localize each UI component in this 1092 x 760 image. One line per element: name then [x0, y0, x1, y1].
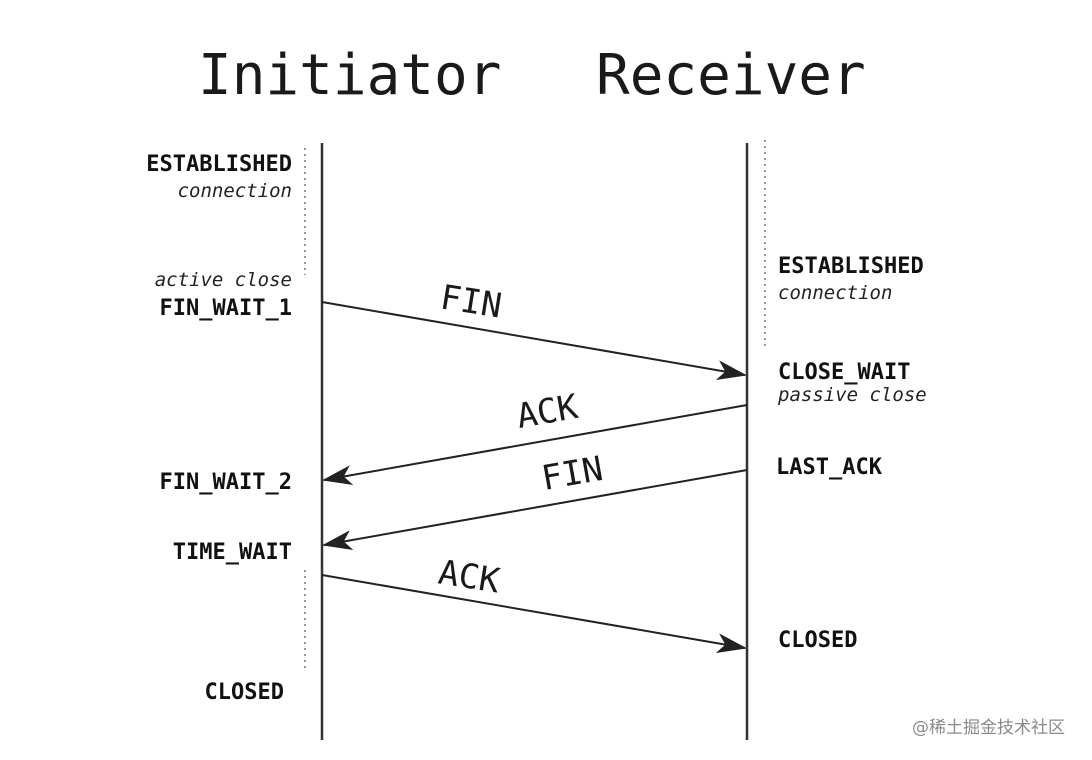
passive-close-note: passive close	[778, 384, 927, 406]
initiator-connection-note: connection	[177, 180, 292, 202]
fin-1-arrow	[321, 301, 747, 381]
receiver-closed-state: CLOSED	[778, 628, 858, 653]
initiator-established-state: ESTABLISHED	[146, 152, 292, 177]
last-ack-state: LAST_ACK	[776, 455, 882, 480]
time-wait-state: TIME_WAIT	[172, 540, 292, 565]
close-wait-state: CLOSE_WAIT	[778, 360, 911, 385]
fin-2-label: FIN	[538, 448, 607, 499]
watermark-text: @稀土掘金技术社区	[912, 718, 1065, 738]
initiator-title: Initiator	[198, 43, 502, 108]
receiver-connection-note: connection	[778, 282, 893, 304]
ack-2-label: ACK	[435, 552, 503, 602]
fin-2-arrow	[322, 469, 748, 550]
fin-wait-1-state: FIN_WAIT_1	[159, 296, 292, 321]
ack-2-arrow	[321, 574, 747, 654]
fin-1-label: FIN	[437, 277, 505, 327]
initiator-closed-state: CLOSED	[204, 680, 284, 705]
receiver-established-state: ESTABLISHED	[778, 254, 924, 279]
active-close-note: active close	[154, 269, 292, 291]
fin-wait-2-state: FIN_WAIT_2	[159, 470, 292, 495]
ack-1-arrow	[322, 404, 748, 485]
ack-1-label: ACK	[513, 386, 582, 437]
receiver-title: Receiver	[596, 43, 866, 108]
